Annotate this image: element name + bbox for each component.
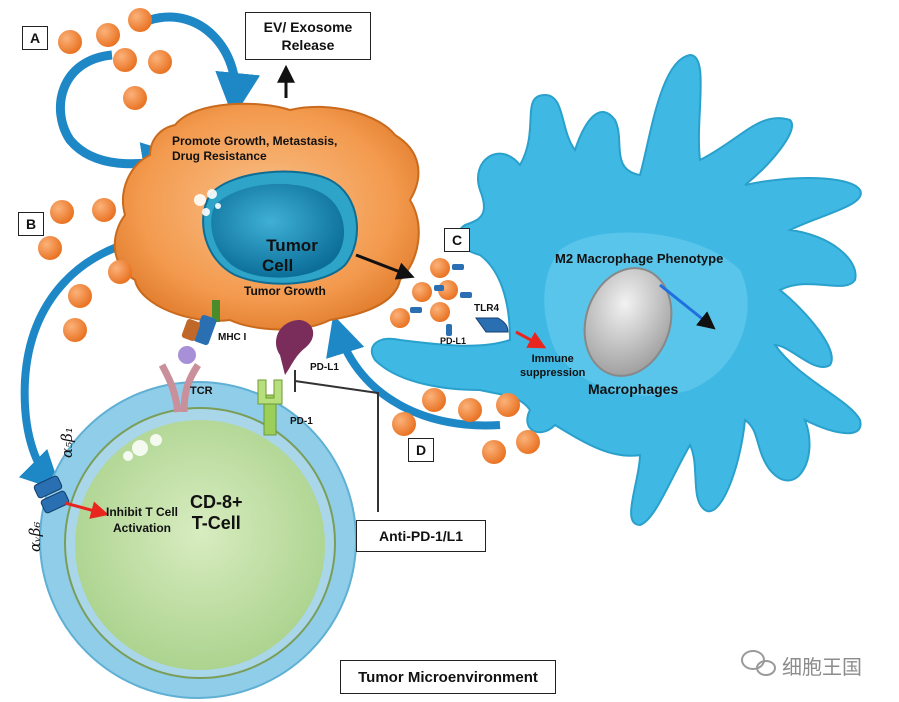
panel-label-d: D: [408, 438, 434, 462]
tumor-cell-line1: Tumor: [266, 236, 318, 255]
tumor-cell-label: Tumor Cell: [262, 236, 322, 276]
exosome-cluster-d: [392, 388, 540, 464]
exosome-cluster-c: [390, 258, 472, 336]
inhibit-activation-arrow: [64, 501, 109, 519]
anti-pd1-therapy-box: Anti-PD-1/L1: [356, 520, 486, 552]
macrophages-label: Macrophages: [588, 381, 679, 397]
tumor-effects-line1: Promote Growth, Metastasis,: [172, 134, 338, 148]
integrin-avb6-label: αᵥβ₆: [26, 521, 44, 552]
macrophage-polarization-arrow: [659, 283, 716, 330]
immune-suppression-arrow: [515, 330, 547, 349]
ev-release-box: EV/ Exosome Release: [245, 12, 371, 60]
tlr4-label: TLR4: [474, 303, 499, 314]
exosome-cluster-a: [58, 8, 172, 110]
panel-label-b: B: [18, 212, 44, 236]
immune-line2: suppression: [520, 367, 586, 379]
pd-l1-tumor-receptor: [276, 320, 314, 375]
t-cell-line1: CD-8+: [190, 492, 243, 512]
tumor-growth-arrow: [355, 253, 415, 280]
exosome-cluster-b: [38, 198, 132, 342]
inhibit-line1: Inhibit T Cell: [106, 505, 178, 519]
tlr4-receptor: [475, 317, 509, 333]
tumor-microenvironment-box: Tumor Microenvironment: [340, 660, 556, 694]
inhibit-line2: Activation: [112, 521, 171, 535]
tumor-nucleus: [211, 183, 345, 278]
pd-l1-ev-label: PD-L1: [440, 336, 467, 346]
t-cell-line2: T-Cell: [191, 513, 241, 533]
exosome-cycle-arrow: [148, 12, 261, 118]
ev-release-line2: Release: [281, 37, 335, 53]
panel-label-a: A: [22, 26, 48, 50]
immune-line1: Immune: [531, 353, 574, 365]
panel-label-c: C: [444, 228, 470, 252]
pd-1-receptor: [257, 379, 283, 436]
integrin-delivery-arrow: [18, 234, 151, 492]
tumor-growth-label: Tumor Growth: [244, 284, 326, 298]
mhc-i-receptor: [178, 300, 220, 364]
tcr-receptor: [158, 363, 201, 413]
t-cell-name-label: CD-8+ T-Cell: [190, 492, 243, 534]
macrophage-to-tumor-arrow: [326, 314, 501, 430]
watermark-text: 细胞王国: [782, 655, 862, 679]
m2-phenotype-label: M2 Macrophage Phenotype: [555, 251, 724, 266]
t-cell-body: [75, 420, 325, 670]
inhibit-t-cell-label: Inhibit T Cell Activation: [106, 504, 178, 536]
wechat-icon: [741, 650, 776, 676]
macrophage-nucleus: [583, 267, 673, 377]
tumor-cell-line2: Cell: [262, 256, 294, 275]
anti-pd1-blocking-line: [294, 370, 379, 512]
pd-1-label: PD-1: [290, 416, 313, 427]
tumor-effects-label: Promote Growth, Metastasis, Drug Resista…: [172, 134, 337, 164]
immune-suppression-label: Immune suppression: [520, 352, 585, 380]
tumor-effects-line2: Drug Resistance: [172, 149, 267, 163]
integrin-receptor: [33, 475, 70, 514]
mhc-i-label: MHC I: [218, 332, 247, 343]
pd-l1-tumor-label: PD-L1: [310, 362, 339, 373]
integrin-a5b1-label: α₅β₁: [58, 427, 76, 458]
tcr-label: TCR: [190, 385, 213, 397]
ev-release-line1: EV/ Exosome: [263, 19, 353, 35]
